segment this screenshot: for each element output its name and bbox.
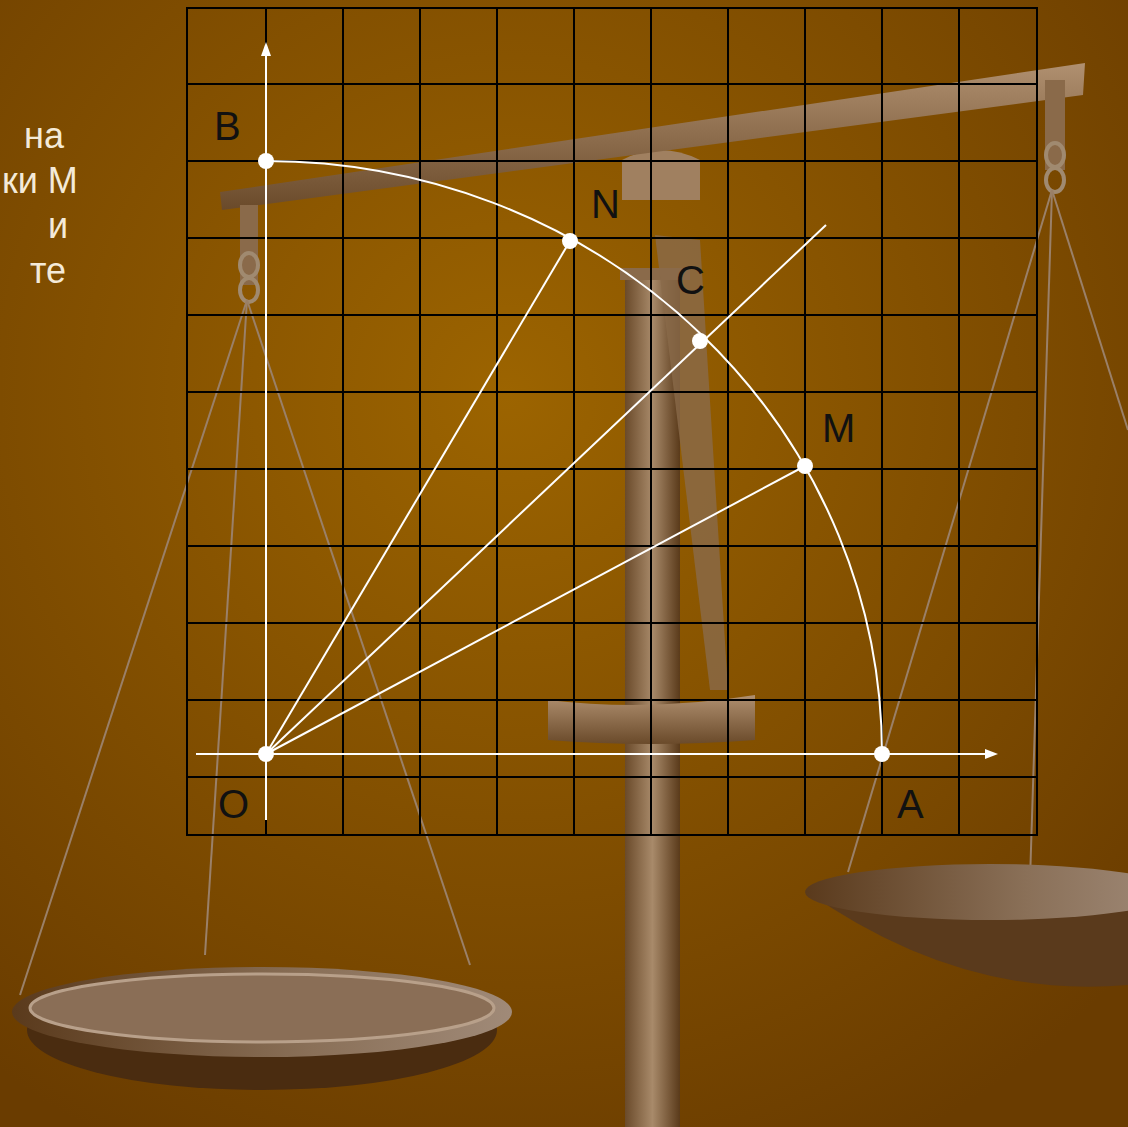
side-text: те xyxy=(30,253,66,289)
coordinate-grid xyxy=(187,8,1037,835)
point-label: M xyxy=(822,408,855,448)
side-text: и xyxy=(48,208,68,244)
point-label: A xyxy=(897,784,924,824)
point-label: N xyxy=(591,184,620,224)
side-text: ки M xyxy=(2,163,78,199)
point-label: B xyxy=(214,106,241,146)
balance-scale xyxy=(12,63,1128,1127)
point-label: O xyxy=(218,784,249,824)
side-text: на xyxy=(24,118,64,154)
point-label: C xyxy=(676,260,705,300)
geometry-figure xyxy=(196,42,998,820)
